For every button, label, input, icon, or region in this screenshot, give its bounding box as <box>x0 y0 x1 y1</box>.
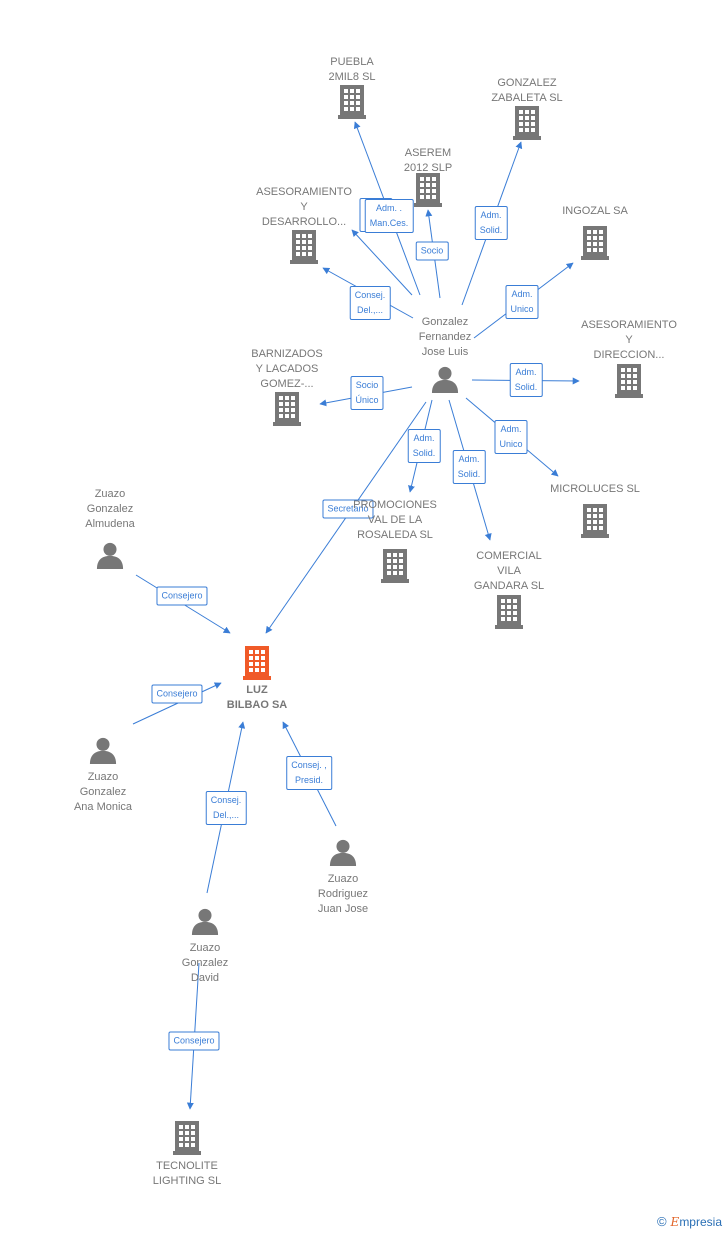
edge-label[interactable]: Adm. Solid. <box>474 206 508 240</box>
node-label-ingozal[interactable]: INGOZAL SA <box>562 205 628 217</box>
building-icon[interactable] <box>581 504 609 538</box>
building-icon[interactable] <box>338 85 366 119</box>
edge-label[interactable]: Adm. Solid. <box>407 429 441 463</box>
building-icon[interactable] <box>615 364 643 398</box>
building-icon[interactable] <box>381 549 409 583</box>
node-label-ana_monica[interactable]: Zuazo Gonzalez Ana Monica <box>73 771 133 813</box>
edge-ana_monica-luz_bilbao <box>132 682 222 725</box>
building-icon[interactable] <box>513 106 541 140</box>
brand-logo: ©Empresia <box>657 1214 722 1229</box>
node-label-gonzalez_fernandez[interactable]: Gonzalez Fernandez Jose Luis <box>418 316 472 358</box>
edge-label[interactable]: Adm. . Man.Ces. <box>364 199 414 233</box>
edge-label[interactable]: Consej. Del.,... <box>205 791 247 825</box>
building-icon[interactable] <box>495 595 523 629</box>
node-label-microluces[interactable]: MICROLUCES SL <box>550 483 640 495</box>
node-label-barnizados[interactable]: BARNIZADOS Y LACADOS GOMEZ-... <box>251 348 323 390</box>
node-label-puebla[interactable]: PUEBLA 2MIL8 SL <box>328 56 376 83</box>
node-label-comercial_vila[interactable]: COMERCIAL VILA GANDARA SL <box>473 550 545 592</box>
edge-label[interactable]: Consejero <box>151 684 203 704</box>
building-icon[interactable] <box>243 646 271 680</box>
node-label-almudena[interactable]: Zuazo Gonzalez Almudena <box>85 488 135 530</box>
edge-label[interactable]: Secretario <box>322 499 374 519</box>
building-icon[interactable] <box>581 226 609 260</box>
edge-label[interactable]: Consej. Del.,... <box>349 286 391 320</box>
copyright-symbol: © <box>656 1214 667 1229</box>
brand-initial: E <box>670 1215 680 1229</box>
edge-label[interactable]: Socio <box>415 241 449 261</box>
edge-gonzalez_fernandez-asesoramiento_desarrollo <box>351 229 413 296</box>
brand-text: mpresia <box>679 1215 722 1229</box>
node-label-luz_bilbao[interactable]: LUZ BILBAO SA <box>226 684 288 711</box>
node-label-gonzalez_zabaleta[interactable]: GONZALEZ ZABALETA SL <box>491 77 563 104</box>
node-label-asesoramiento_desarrollo[interactable]: ASESORAMIENTO Y DESARROLLO... <box>256 186 352 228</box>
node-label-promociones[interactable]: PROMOCIONES VAL DE LA ROSALEDA SL <box>353 499 437 541</box>
edge-label[interactable]: Socio Único <box>350 376 384 410</box>
building-icon[interactable] <box>414 173 442 207</box>
edge-label[interactable]: Consejero <box>168 1031 220 1051</box>
node-label-asesoramiento_direccion[interactable]: ASESORAMIENTO Y DIRECCION... <box>581 319 677 361</box>
person-icon[interactable] <box>96 542 124 569</box>
person-icon[interactable] <box>191 908 219 935</box>
node-label-david[interactable]: Zuazo Gonzalez David <box>181 942 229 984</box>
edge-label[interactable]: Adm. Solid. <box>509 363 543 397</box>
edge-label[interactable]: Consejero <box>156 586 208 606</box>
node-label-aserem[interactable]: ASEREM 2012 SLP <box>403 147 453 174</box>
edge-label[interactable]: Adm. Unico <box>505 285 539 319</box>
building-icon[interactable] <box>173 1121 201 1155</box>
node-label-juan_jose[interactable]: Zuazo Rodriguez Juan Jose <box>317 873 369 915</box>
person-icon[interactable] <box>89 737 117 764</box>
edge-label[interactable]: Adm. Unico <box>494 420 528 454</box>
person-icon[interactable] <box>431 366 459 393</box>
edge-label[interactable]: Adm. Solid. <box>452 450 486 484</box>
node-label-tecnolite[interactable]: TECNOLITE LIGHTING SL <box>152 1160 222 1187</box>
building-icon[interactable] <box>273 392 301 426</box>
building-icon[interactable] <box>290 230 318 264</box>
edge-label[interactable]: Consej. , Presid. <box>286 756 332 790</box>
person-icon[interactable] <box>329 839 357 866</box>
